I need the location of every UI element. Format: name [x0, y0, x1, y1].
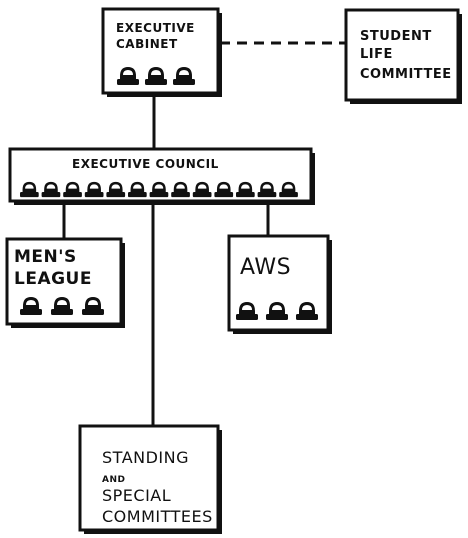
- seat-icon: [279, 181, 298, 198]
- seat-icon: [117, 67, 139, 85]
- seat-icon: [296, 302, 318, 320]
- mens-league-box: MEN'S LEAGUE: [5, 237, 125, 328]
- seat-icon: [128, 181, 147, 198]
- seat-icon: [257, 181, 277, 198]
- executive-cabinet-box: EXECUTIVE CABINET: [101, 7, 222, 97]
- student-life-committee-title-line-3: COMMITTEE: [360, 67, 452, 82]
- seat-icon: [236, 181, 255, 198]
- executive-cabinet-title-line-1: EXECUTIVE: [116, 21, 195, 35]
- seat-icon: [171, 181, 190, 198]
- standing-committees-title-line-4: COMMITTEES: [102, 507, 213, 526]
- seat-icon: [106, 181, 126, 198]
- mens-league-title-line-1: MEN'S: [14, 247, 77, 267]
- student-life-committee-box: STUDENT LIFE COMMITTEE: [344, 8, 462, 104]
- standing-committees-title-line-2: AND: [102, 475, 125, 485]
- student-life-committee-title-line-1: STUDENT: [360, 29, 432, 44]
- executive-council-seats: [20, 181, 298, 198]
- executive-council-box: EXECUTIVE COUNCIL: [8, 147, 315, 205]
- seat-icon: [20, 297, 42, 315]
- mens-league-seats: [20, 297, 104, 315]
- seat-icon: [84, 181, 104, 198]
- standing-committees-title-line-3: SPECIAL: [102, 486, 171, 505]
- aws-title: AWS: [240, 255, 291, 280]
- executive-cabinet-seats: [117, 67, 195, 85]
- executive-council-title: EXECUTIVE COUNCIL: [72, 157, 219, 171]
- standing-committees-title-line-1: STANDING: [102, 448, 189, 467]
- seat-icon: [173, 67, 195, 85]
- seat-icon: [214, 181, 234, 198]
- seat-icon: [82, 297, 104, 315]
- executive-cabinet-title-line-2: CABINET: [116, 37, 178, 51]
- student-life-committee-title-line-2: LIFE: [360, 47, 393, 62]
- standing-special-committees-box: STANDING AND SPECIAL COMMITTEES: [78, 424, 222, 534]
- seat-icon: [51, 297, 73, 315]
- aws-box: AWS: [227, 234, 332, 334]
- aws-seats: [236, 302, 318, 320]
- seat-icon: [192, 181, 212, 198]
- seat-icon: [149, 181, 169, 198]
- seat-icon: [266, 302, 288, 320]
- seat-icon: [236, 302, 258, 320]
- connectors: [62, 41, 346, 426]
- mens-league-title-line-2: LEAGUE: [14, 269, 92, 289]
- seat-icon: [41, 181, 61, 198]
- seat-icon: [63, 181, 82, 198]
- seat-icon: [20, 181, 39, 198]
- seat-icon: [145, 67, 167, 85]
